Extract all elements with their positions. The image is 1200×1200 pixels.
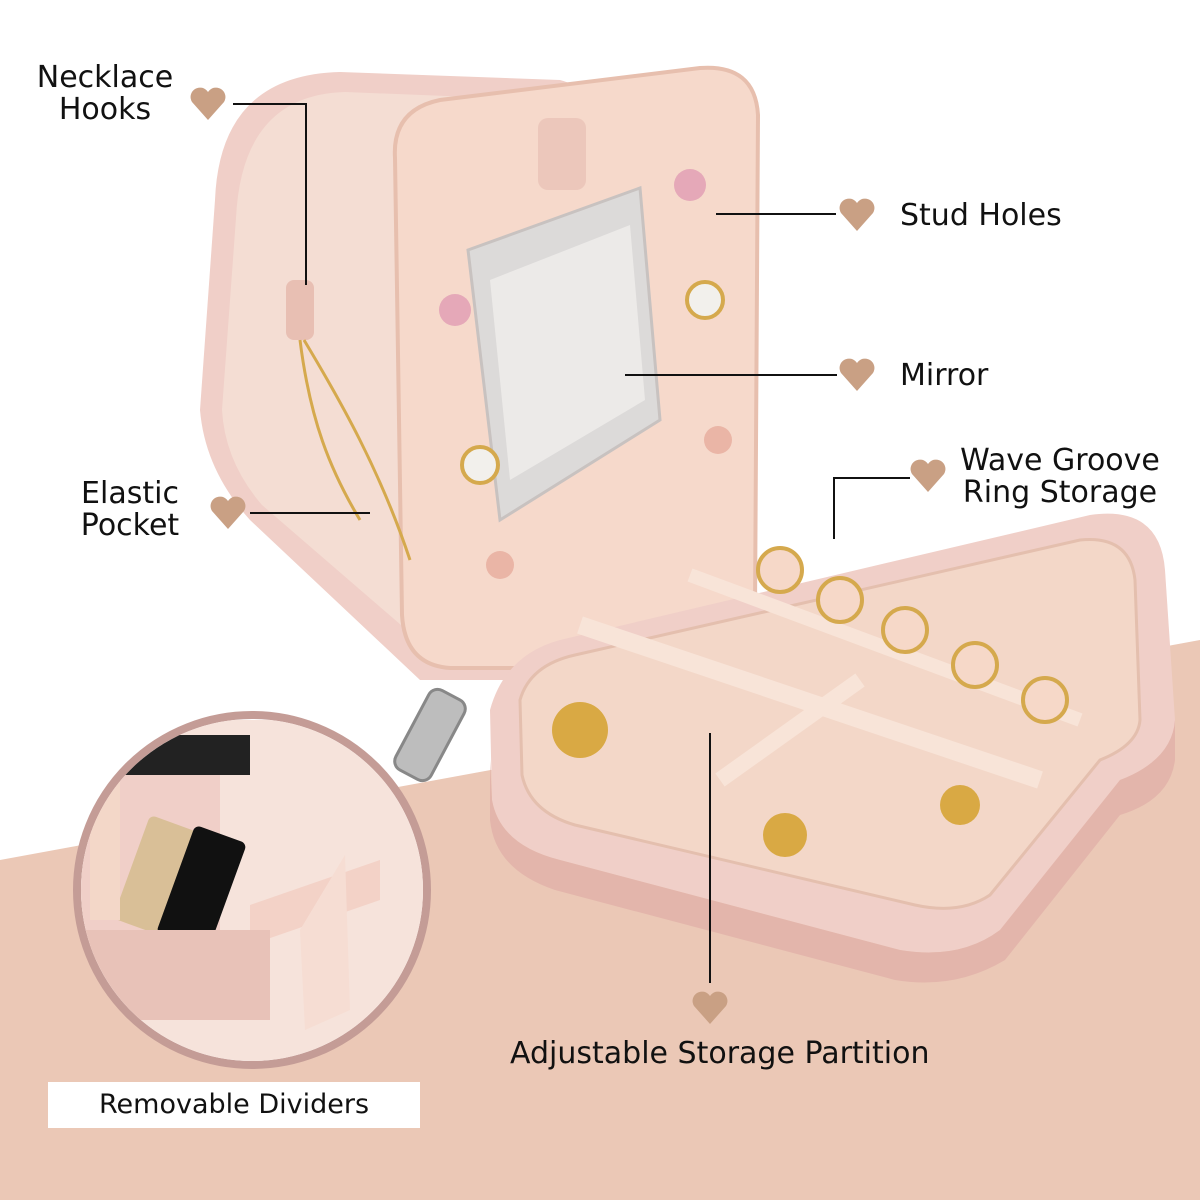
heart-icon — [837, 197, 877, 231]
heart-icon — [690, 990, 730, 1024]
necklace-hooks-leader-h — [233, 103, 306, 105]
elastic-pocket-leader — [250, 512, 370, 514]
jewelry-box-base — [393, 513, 1175, 983]
stud-holes-leader — [716, 213, 836, 215]
mirror-label: Mirror — [900, 360, 988, 392]
jewelry-box-lid — [200, 65, 761, 680]
elastic-pocket-line-2: Pocket — [80, 508, 180, 543]
necklace-hooks-line-1: Necklace — [36, 60, 174, 95]
ring-storage-leader-v — [833, 477, 835, 539]
elastic-pocket-line-1: Elastic — [81, 476, 179, 511]
heart-icon — [908, 458, 948, 492]
stud-holes-label: Stud Holes — [900, 200, 1062, 232]
partition-label: Adjustable Storage Partition — [510, 1038, 929, 1070]
partition-text: Adjustable Storage Partition — [510, 1036, 930, 1071]
mirror-leader — [625, 374, 837, 376]
dividers-caption: Removable Dividers — [48, 1082, 420, 1128]
elastic-pocket-label: Elastic Pocket — [70, 478, 190, 542]
dividers-inset — [73, 711, 431, 1069]
necklace-hooks-label: Necklace Hooks — [30, 62, 180, 126]
ring-storage-leader-h — [833, 477, 910, 479]
partition-leader — [709, 733, 711, 983]
necklace-hooks-leader-v — [305, 103, 307, 285]
heart-icon — [208, 495, 248, 529]
heart-icon — [837, 357, 877, 391]
heart-icon — [188, 86, 228, 120]
ring-storage-line-2: Ring Storage — [962, 475, 1158, 510]
mirror-text: Mirror — [900, 358, 989, 393]
ring-storage-label: Wave Groove Ring Storage — [950, 445, 1170, 509]
ring-storage-line-1: Wave Groove — [960, 443, 1160, 478]
dividers-caption-text: Removable Dividers — [98, 1089, 370, 1120]
stud-holes-text: Stud Holes — [900, 198, 1062, 233]
necklace-hooks-line-2: Hooks — [58, 92, 152, 127]
